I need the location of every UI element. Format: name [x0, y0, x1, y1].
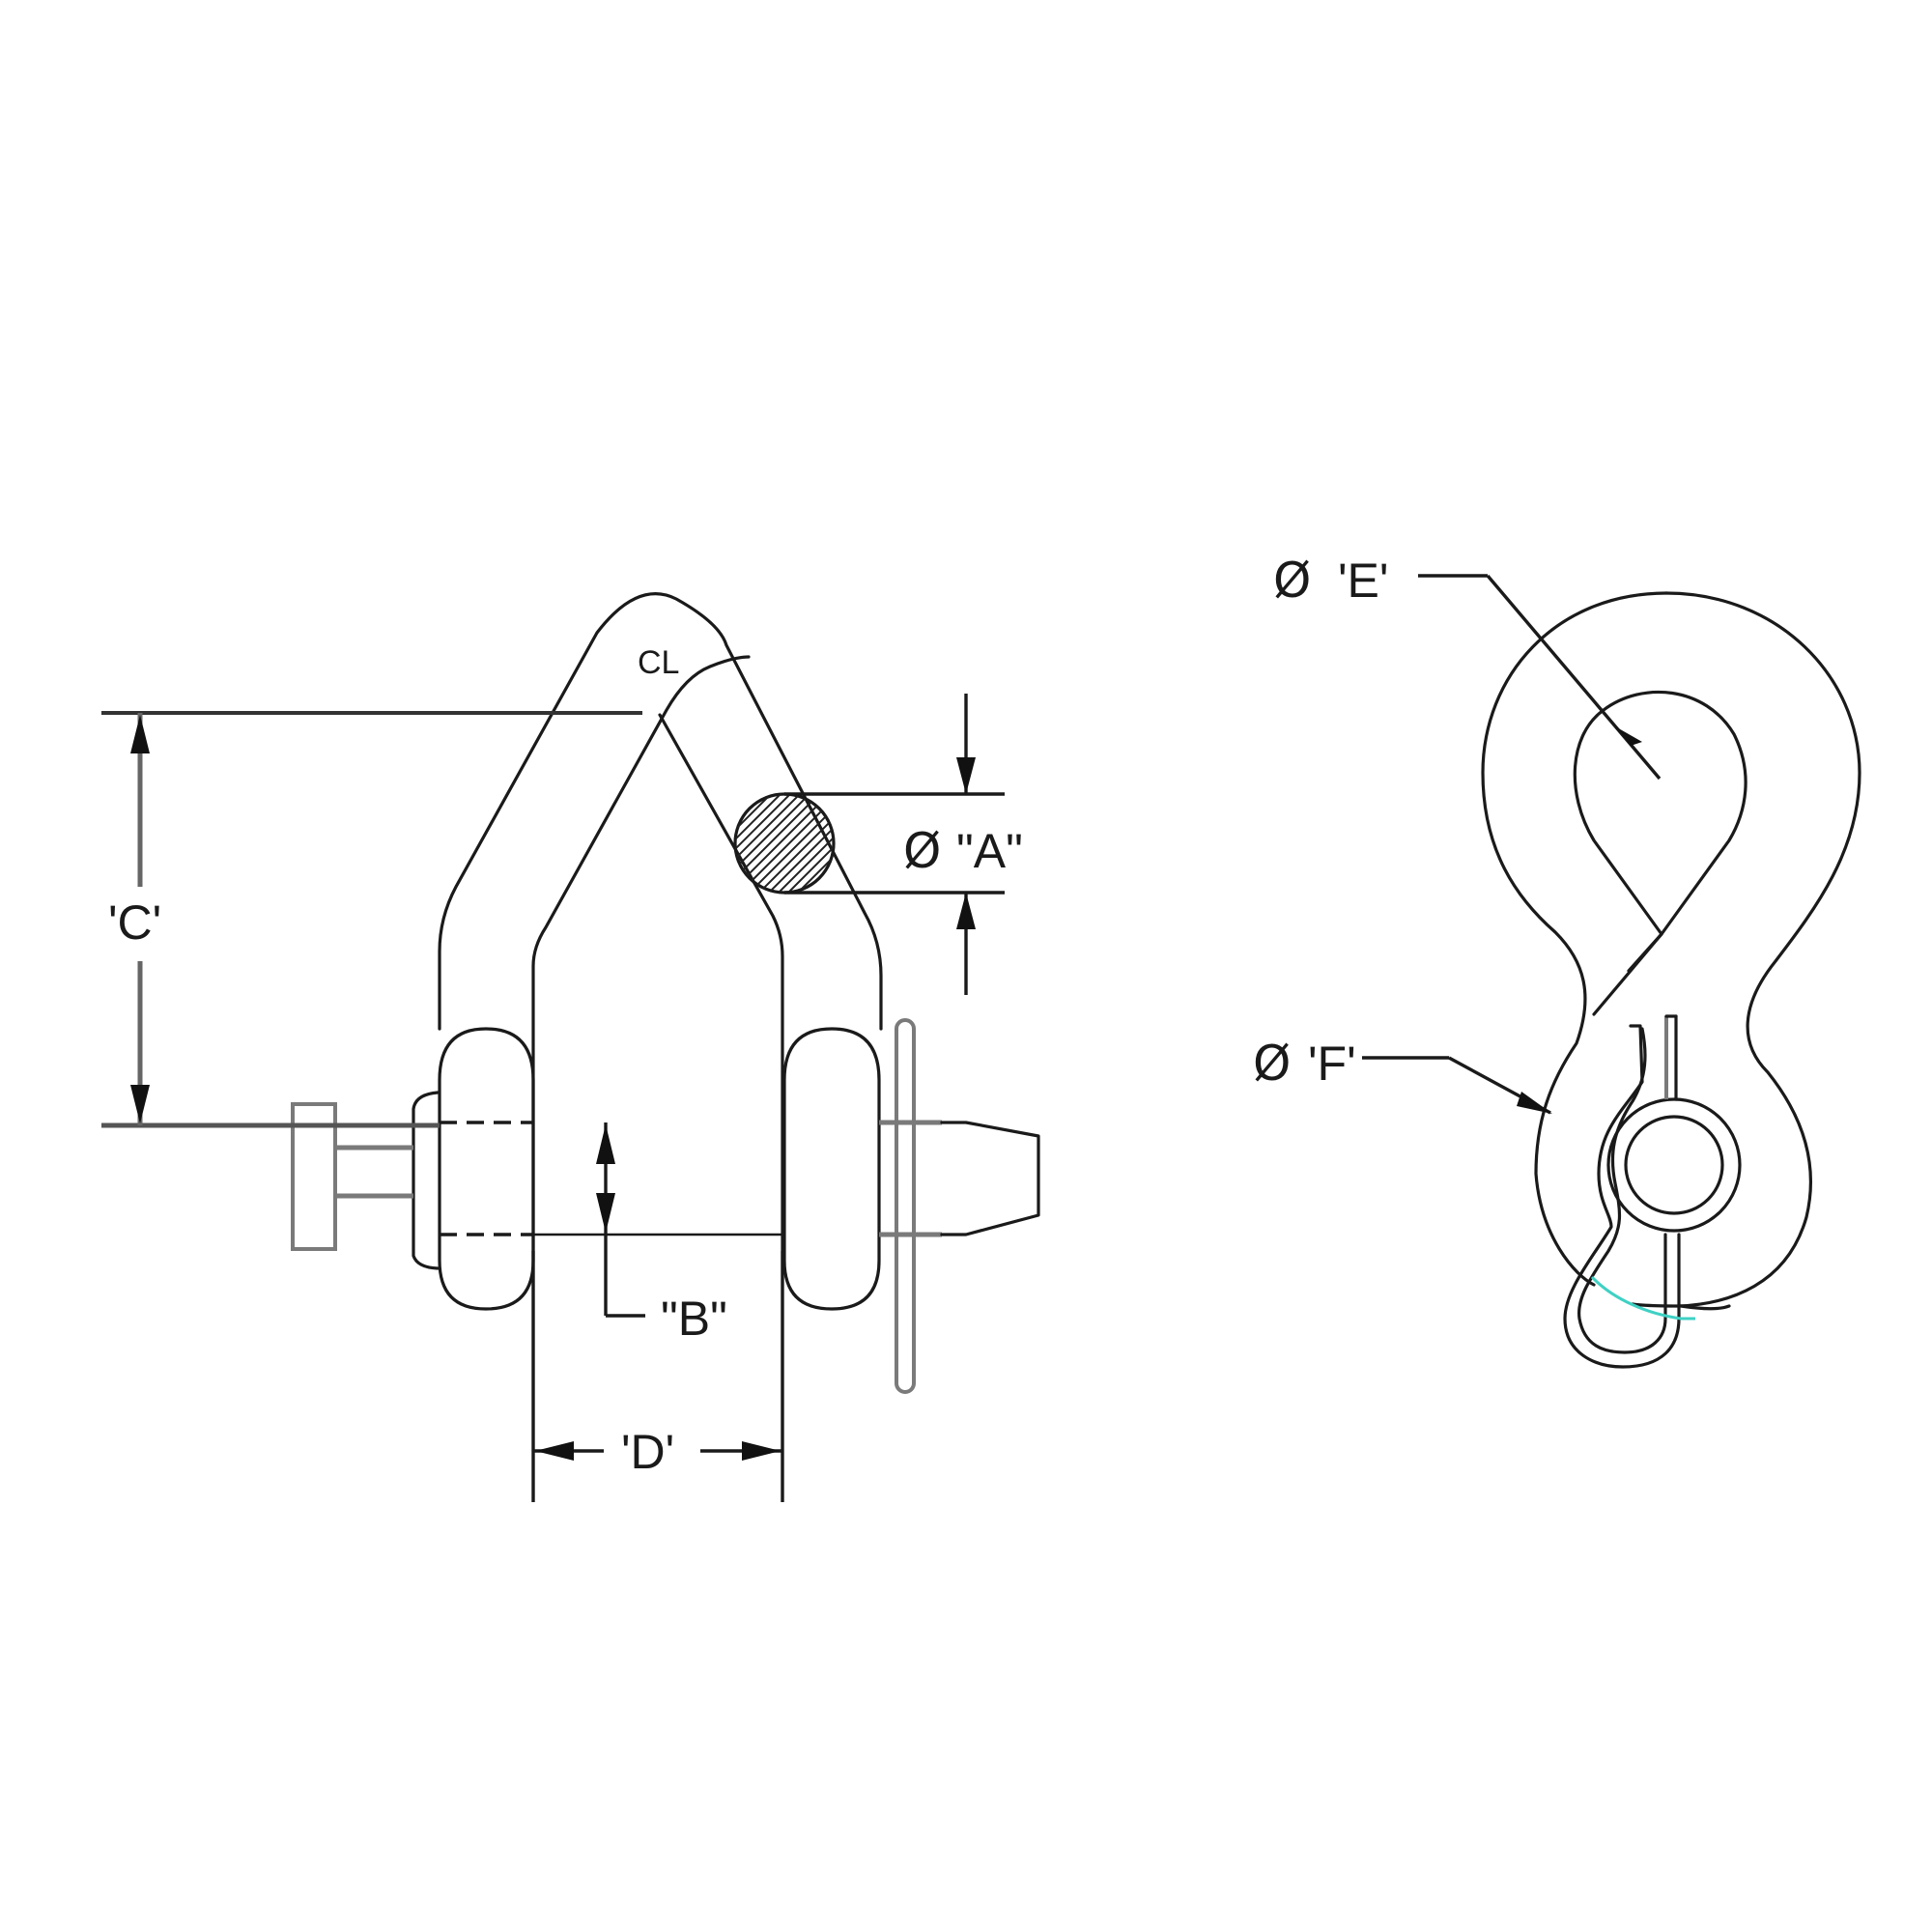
eye-outer-outline-left: [1481, 591, 1668, 1287]
dimension-c: 'C': [101, 711, 642, 1128]
right-eye-lug: [782, 1027, 881, 1311]
shackle-side-view: Ø 'E' Ø 'F': [1253, 553, 1861, 1369]
eye-inner-teardrop: [1573, 690, 1747, 936]
centerline-label: CL: [638, 644, 679, 681]
dim-c-label: 'C': [108, 895, 161, 950]
dim-e-label: 'E': [1338, 554, 1388, 608]
dim-f-label: 'F': [1308, 1037, 1356, 1091]
pin-handle: [291, 1102, 337, 1251]
dim-a-symbol: Ø: [903, 823, 941, 879]
r-clip-inner: [1577, 1027, 1667, 1354]
waist-line-right: [1592, 932, 1663, 1016]
dimension-a: Ø "A": [784, 694, 1023, 995]
r-clip-outer: [1563, 1024, 1681, 1369]
bow-outer-outline: [438, 592, 883, 1031]
dim-f-symbol: Ø: [1253, 1036, 1291, 1092]
dimension-d: 'D': [531, 1251, 784, 1502]
bow-inner-outline-right: [658, 713, 784, 1253]
left-eye-lug: [438, 1027, 535, 1311]
eye-outer-outline: [1631, 591, 1861, 1308]
centerline-mark: CL: [638, 644, 679, 681]
pin-inner-ring: [1624, 1115, 1724, 1215]
pin-collar: [412, 1091, 440, 1270]
pin-outer-ring: [1606, 1097, 1742, 1233]
dimension-e: Ø 'E': [1273, 553, 1662, 781]
bow-inner-outline: [531, 655, 751, 1253]
pin-tapered-tip: [940, 1121, 1040, 1236]
accent-arc: [1590, 1275, 1695, 1321]
dimension-b: "B": [596, 1122, 727, 1346]
eye-outer-bottom: [1679, 1304, 1731, 1311]
dimension-f: Ø 'F': [1253, 1036, 1552, 1115]
cotter-plate: [895, 1018, 916, 1394]
dim-e-symbol: Ø: [1273, 553, 1311, 609]
dim-d-label: 'D': [621, 1425, 674, 1479]
shackle-front-view: CL: [101, 592, 1040, 1502]
dim-b-label: "B": [661, 1292, 727, 1346]
dim-a-label: "A": [956, 824, 1023, 878]
